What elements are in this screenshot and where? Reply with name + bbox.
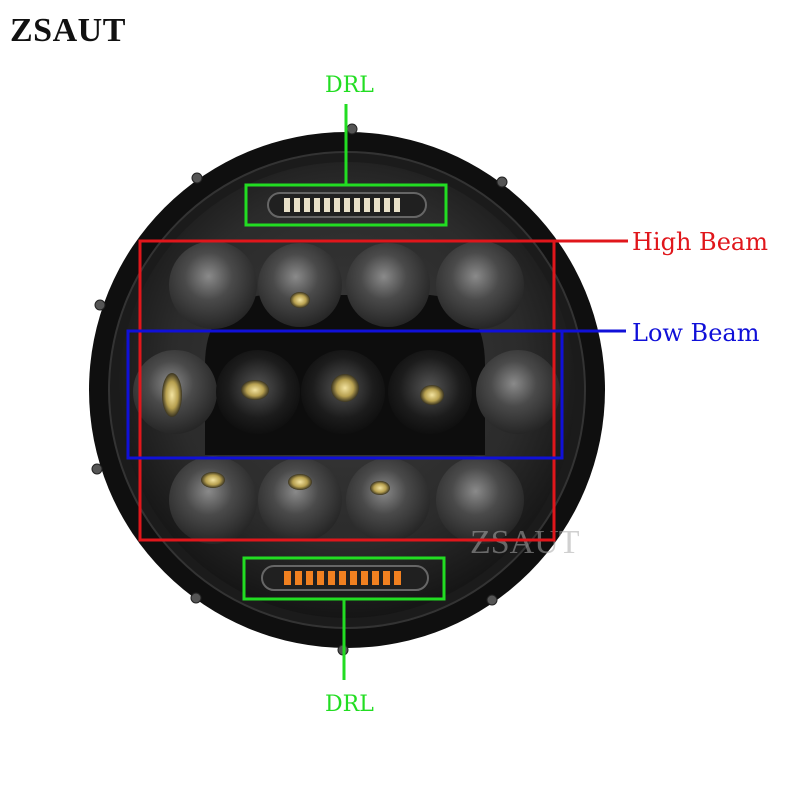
reflector-row-top (169, 241, 524, 329)
led-chip (201, 472, 225, 488)
brand-logo: ZSAUT (10, 12, 126, 49)
reflector-cup (258, 243, 342, 327)
led-chip (290, 292, 310, 308)
screw-icon (486, 594, 498, 606)
low-beam-label: Low Beam (632, 319, 760, 347)
reflector-row-bottom (169, 456, 524, 544)
high-beam-label: High Beam (632, 228, 768, 256)
led-chip (370, 481, 390, 495)
led-chip (420, 385, 444, 405)
led-chip (241, 380, 269, 400)
drl-strip-bottom (261, 565, 429, 591)
low-beam-box (126, 329, 564, 460)
reflector-row-middle (133, 350, 560, 434)
drl-bottom-label: DRL (325, 692, 374, 717)
reflector-cup (436, 241, 524, 329)
screw-icon (191, 172, 203, 184)
screw-icon (91, 463, 103, 475)
watermark-text: ZSAUT (470, 524, 580, 561)
reflector-cup (436, 456, 524, 544)
reflector-cup (346, 458, 430, 542)
reflector-cup (346, 243, 430, 327)
drl-strip-top (267, 192, 427, 218)
high-beam-box (138, 239, 556, 542)
led-chip (331, 374, 359, 402)
low-beam-annotation (126, 329, 626, 460)
screw-icon (346, 123, 358, 135)
high-beam-annotation (138, 239, 628, 542)
reflector-cup (258, 458, 342, 542)
reflector-cup (476, 350, 560, 434)
reflector-cup (169, 456, 257, 544)
drl-bottom-annotation (242, 556, 446, 680)
reflector-cup (169, 241, 257, 329)
screw-icon (190, 592, 202, 604)
drl-top-label: DRL (325, 73, 374, 98)
drl-top-annotation (244, 104, 448, 227)
led-chip (288, 474, 312, 490)
screw-icon (496, 176, 508, 188)
screw-icon (94, 299, 106, 311)
led-chip (162, 373, 182, 417)
